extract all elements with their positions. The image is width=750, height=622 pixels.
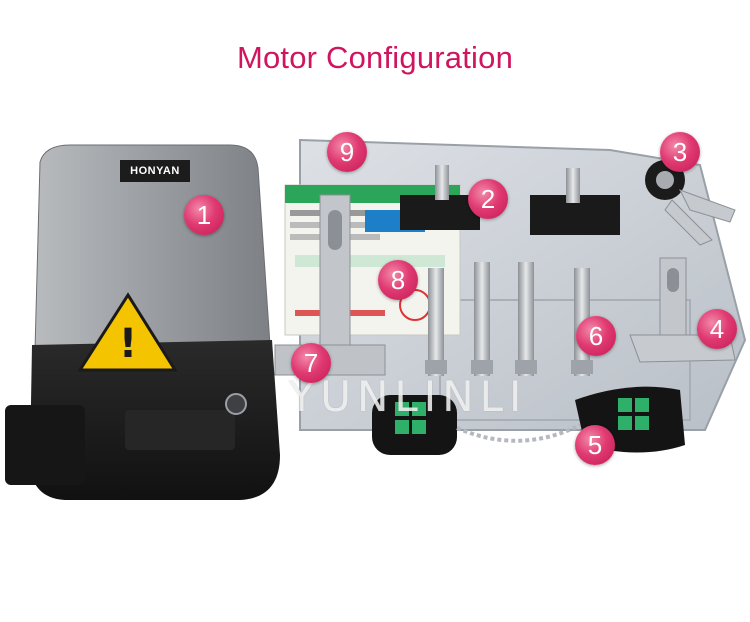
callout-3-keys: 3 xyxy=(660,132,700,172)
page-title: Motor Configuration xyxy=(236,40,514,75)
watermark-text: YUNLINLI xyxy=(288,372,528,421)
callout-4-right-bracket: 4 xyxy=(697,309,737,349)
callout-5-remotes: 5 xyxy=(575,425,615,465)
callout-8-limit-plate: 8 xyxy=(378,260,418,300)
svg-text:!: ! xyxy=(119,321,137,367)
callout-6-expansion-bolts: 6 xyxy=(576,316,616,356)
brand-logo: HONYAN xyxy=(120,160,190,182)
callout-2-rack-bracket: 2 xyxy=(468,179,508,219)
expansion-bolts xyxy=(425,262,593,376)
callout-7-limit-bracket: 7 xyxy=(291,343,331,383)
callout-1-motor: 1 xyxy=(184,195,224,235)
callout-9-mounting-plate: 9 xyxy=(327,132,367,172)
rack-brackets xyxy=(400,165,620,235)
gate-motor-unit: ! xyxy=(5,144,280,500)
